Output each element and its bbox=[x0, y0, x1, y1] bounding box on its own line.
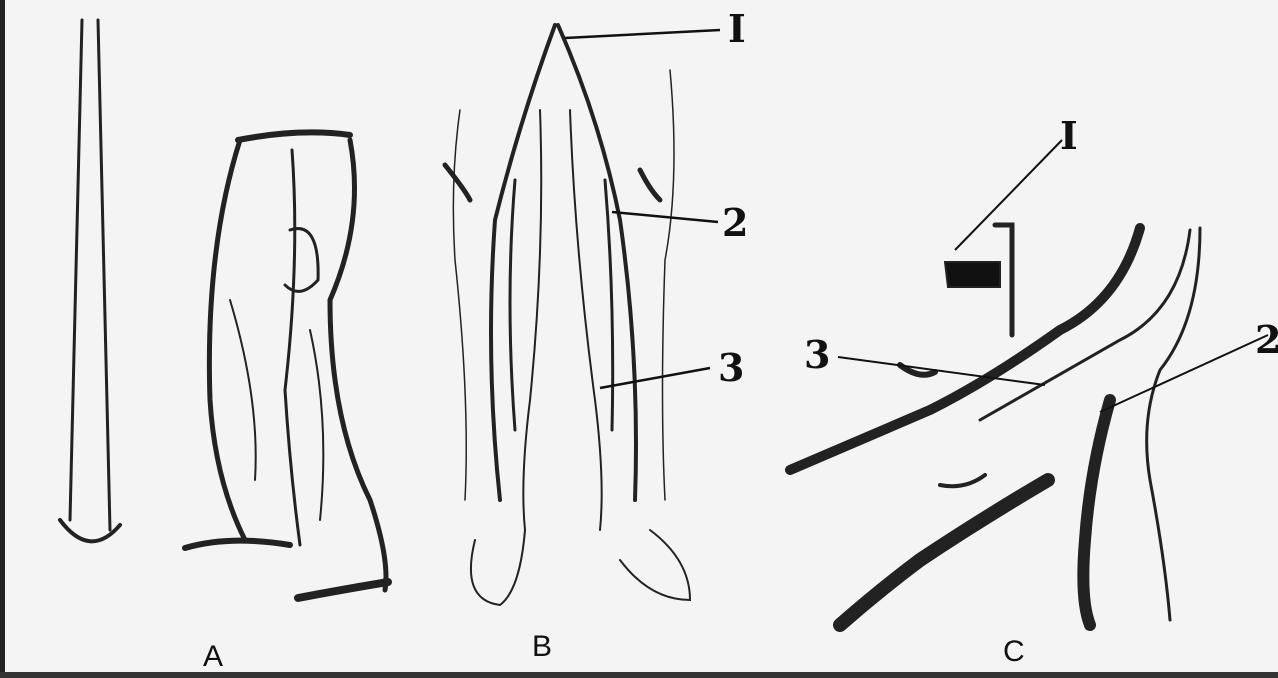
panel-c-callout-1: I bbox=[1060, 113, 1078, 158]
panel-label-b: B bbox=[532, 630, 552, 664]
panel-label-a: A bbox=[203, 640, 223, 674]
panel-b-callout-3: 3 bbox=[718, 345, 744, 390]
panel-b-callout-2: 2 bbox=[722, 200, 748, 245]
panel-c-callout-2: 2 bbox=[1255, 317, 1278, 362]
panel-c-callout-3: 3 bbox=[804, 332, 830, 377]
panel-b-callout-1: I bbox=[728, 6, 746, 51]
panel-label-c: C bbox=[1003, 635, 1025, 669]
